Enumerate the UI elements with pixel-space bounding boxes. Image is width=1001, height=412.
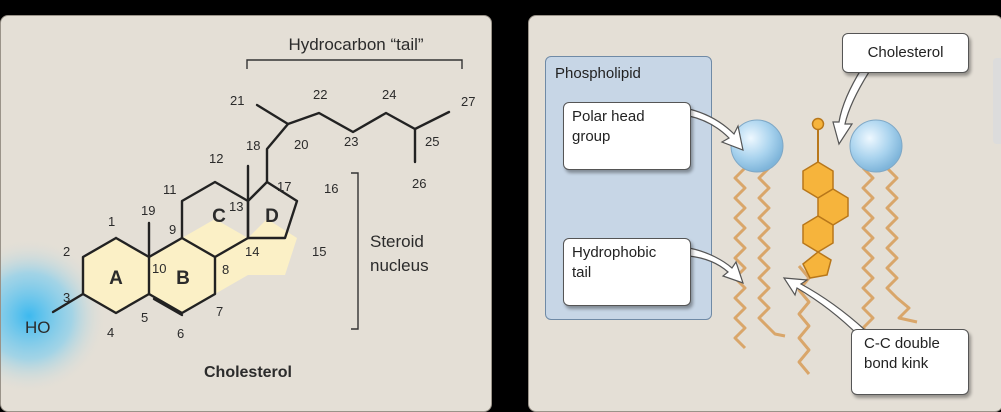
polar-head-right <box>849 119 903 173</box>
oh-bond <box>51 292 85 314</box>
ho-label: HO <box>25 318 51 337</box>
atom-number-3: 3 <box>63 290 70 305</box>
cholesterol-structure-svg: A B C D 1 2 3 4 5 6 7 8 9 10 11 12 13 14… <box>1 35 475 394</box>
atom-number-15: 15 <box>312 244 326 259</box>
arrow-polar-head <box>688 108 744 151</box>
ring-d-fill <box>248 219 297 275</box>
tail-bracket <box>246 59 463 69</box>
arrow-hydrophobic-tail <box>688 247 744 284</box>
ring-label-c: C <box>212 206 226 227</box>
ring-a-fill <box>83 238 149 313</box>
polar-head-label-line2: group <box>572 128 611 145</box>
tail-2a <box>861 166 875 340</box>
ring-label-a: A <box>109 268 123 289</box>
ring-c-bonds <box>180 180 250 259</box>
atom-number-1: 1 <box>108 214 115 229</box>
atom-number-2: 2 <box>63 244 70 259</box>
skeletal-bonds <box>51 103 451 317</box>
ring-label-d: D <box>265 206 279 227</box>
atom-number-26: 26 <box>412 176 426 191</box>
arrow-kink <box>782 277 866 337</box>
cholesterol-ring-4 <box>802 251 832 279</box>
polar-head-label-line1: Polar head <box>572 108 645 125</box>
atom-number-21: 21 <box>230 93 244 108</box>
atom-number-20: 20 <box>294 137 308 152</box>
membrane-panel: Phospholipid <box>528 15 1001 412</box>
nucleus-bracket <box>351 172 359 330</box>
ring-d-bonds <box>246 180 299 240</box>
polar-head-callout: Polar head group <box>563 102 691 170</box>
methyl-21 <box>255 103 290 126</box>
atom-number-17: 17 <box>277 179 291 194</box>
atom-number-13: 13 <box>229 199 243 214</box>
hydroxyl-group <box>811 117 825 131</box>
hydrophobic-tails <box>733 166 918 375</box>
atom-number-22: 22 <box>313 87 327 102</box>
atom-numbers: 1 2 3 4 5 6 7 8 9 10 11 12 13 14 15 16 1… <box>63 87 475 341</box>
cholesterol-structure-panel: A B C D 1 2 3 4 5 6 7 8 9 10 11 12 13 14… <box>0 15 492 412</box>
atom-number-14: 14 <box>245 244 259 259</box>
hydrocarbon-tail-label: Hydrocarbon “tail” <box>288 35 423 54</box>
hydrophobic-label-line2: tail <box>572 264 592 281</box>
ring-label-b: B <box>176 268 190 289</box>
ring-b-bonds <box>147 236 217 315</box>
atom-number-8: 8 <box>222 262 229 277</box>
hydrophobic-label-line1: Hydrophobic <box>572 244 657 261</box>
atom-number-18: 18 <box>246 138 260 153</box>
tail-under-cholesterol <box>797 265 811 375</box>
side-chain-bonds <box>265 110 451 184</box>
phospholipid-label: Phospholipid <box>555 65 641 82</box>
atom-number-7: 7 <box>216 304 223 319</box>
membrane-svg <box>688 67 918 375</box>
cholesterol-callout: Cholesterol <box>842 33 969 73</box>
tail-1b <box>757 166 786 338</box>
hydroxyl-highlight <box>1 238 107 394</box>
cholesterol-molecule <box>802 117 849 279</box>
cholesterol-caption: Cholesterol <box>204 364 292 381</box>
atom-number-19: 19 <box>141 203 155 218</box>
atom-number-11: 11 <box>163 182 177 197</box>
atom-number-16: 16 <box>324 181 338 196</box>
kink-label-line1: C-C double <box>864 335 940 352</box>
steroid-nucleus-label-line2: nucleus <box>370 256 429 275</box>
atom-number-23: 23 <box>344 134 358 149</box>
brackets <box>246 59 463 330</box>
atom-number-4: 4 <box>107 325 114 340</box>
ring-fills <box>83 219 297 313</box>
atom-number-10: 10 <box>152 261 166 276</box>
tail-1a <box>733 166 747 350</box>
atom-number-6: 6 <box>177 326 184 341</box>
hydrophobic-tail-callout: Hydrophobic tail <box>563 238 691 306</box>
double-bond-5-6 <box>152 297 184 317</box>
cholesterol-callout-label: Cholesterol <box>867 44 944 61</box>
arrow-cholesterol <box>832 67 870 146</box>
atom-number-9: 9 <box>169 222 176 237</box>
atom-number-27: 27 <box>461 94 475 109</box>
kink-label-line2: bond kink <box>864 355 929 372</box>
steroid-nucleus-label-line1: Steroid <box>370 232 424 251</box>
tail-2b <box>885 166 918 324</box>
scrollbar-tab[interactable] <box>993 58 1001 144</box>
atom-number-5: 5 <box>141 310 148 325</box>
atom-number-24: 24 <box>382 87 396 102</box>
atom-number-12: 12 <box>209 151 223 166</box>
atom-number-25: 25 <box>425 134 439 149</box>
callout-arrows <box>688 67 870 337</box>
kink-callout: C-C double bond kink <box>851 329 969 395</box>
